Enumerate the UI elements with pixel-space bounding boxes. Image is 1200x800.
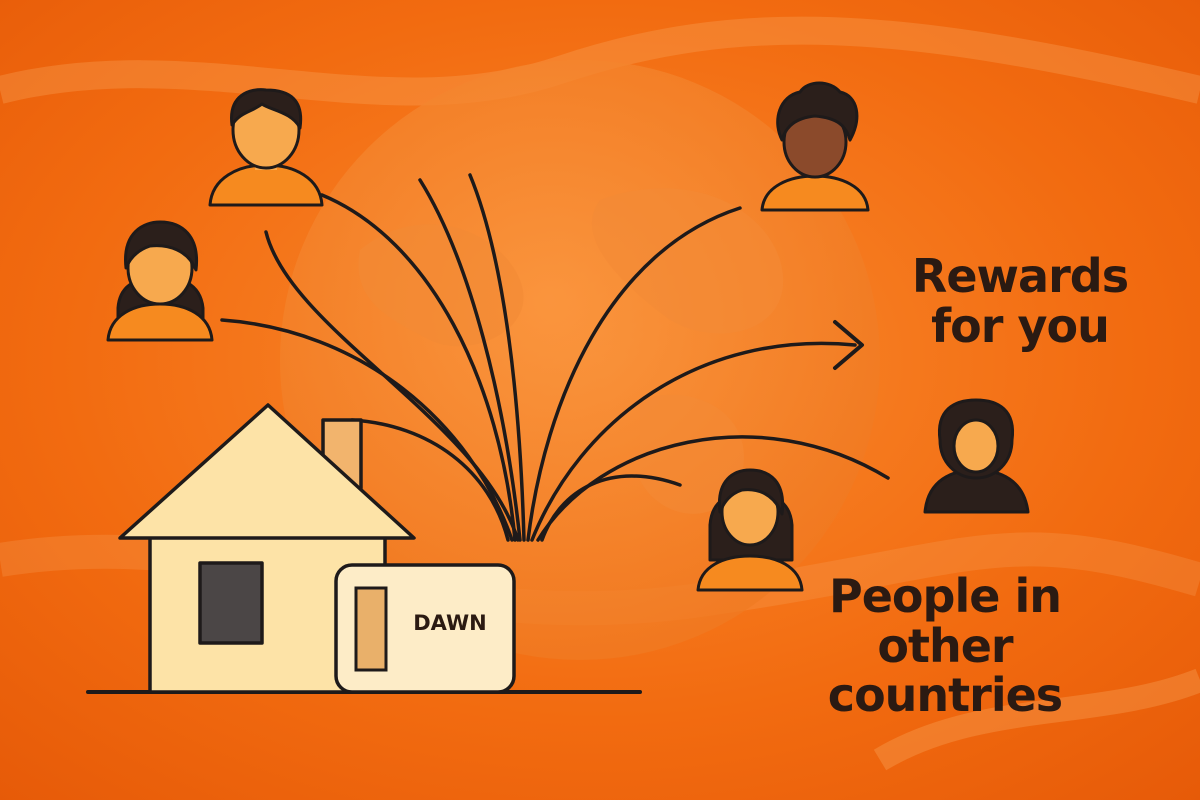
connection-line xyxy=(468,173,526,542)
connection-line xyxy=(418,178,522,542)
person-icon xyxy=(106,220,214,342)
person-icon xyxy=(760,81,870,212)
device-icon: DAWN xyxy=(334,563,516,694)
connection-line xyxy=(220,318,514,542)
people-caption: People in other countries xyxy=(755,569,1135,723)
connection-line xyxy=(540,474,682,542)
house-roof xyxy=(118,403,416,540)
connection-line xyxy=(530,341,857,542)
people-line2: other countries xyxy=(827,618,1063,723)
connection-line xyxy=(526,206,742,542)
connection-lines xyxy=(220,173,890,542)
person-icon xyxy=(696,468,804,592)
device-label: DAWN xyxy=(413,611,486,635)
connection-line xyxy=(536,435,890,542)
house-window xyxy=(198,561,264,645)
connection-line xyxy=(350,418,510,542)
person-icon xyxy=(208,88,324,207)
house-icon xyxy=(118,403,416,694)
arrow-icon xyxy=(833,320,864,370)
rewards-caption: Rewards for you xyxy=(880,249,1160,353)
person-icon xyxy=(923,398,1030,514)
connection-line xyxy=(320,193,517,542)
device-slot xyxy=(354,586,388,672)
background-swirl xyxy=(873,668,1200,771)
people-line1: People in xyxy=(829,569,1062,623)
rewards-line1: Rewards xyxy=(911,249,1129,303)
rewards-line2: for you xyxy=(931,298,1110,353)
